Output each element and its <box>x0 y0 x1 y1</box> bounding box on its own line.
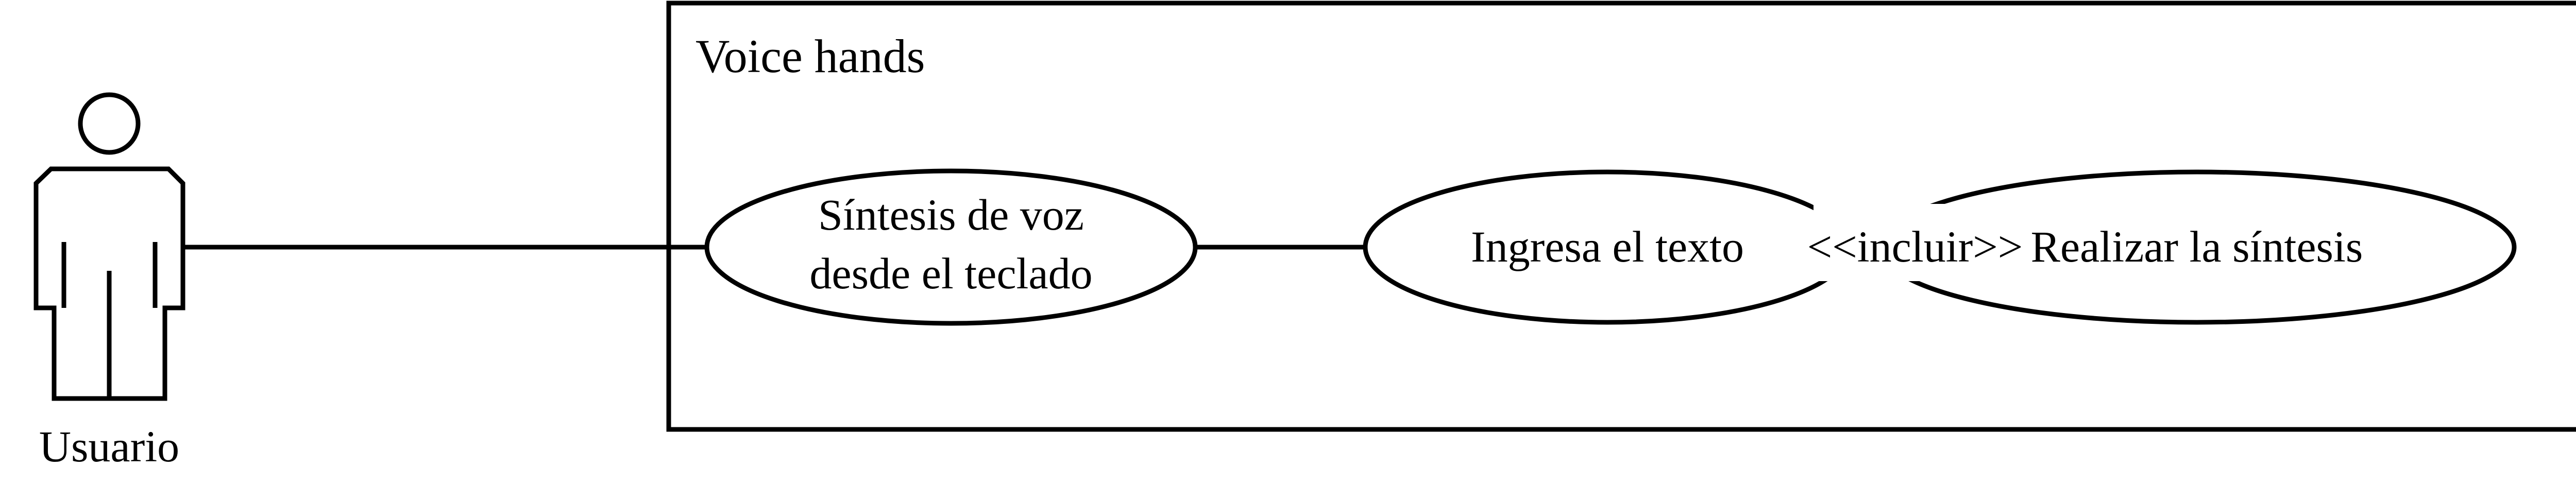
include-label-background <box>1814 204 2052 281</box>
actor-head <box>78 92 141 155</box>
include-stereotype-label: <<incluir>> <box>1807 222 2023 271</box>
use-case-input-text-label: Ingresa el texto <box>1471 222 1744 271</box>
system-title: Voice hands <box>696 30 925 82</box>
use-case-perform-synthesis-label: Realizar la síntesis <box>2031 222 2363 271</box>
actor-name: Usuario <box>39 422 179 471</box>
use-case-synthesis <box>704 168 1198 326</box>
actor-body-outline <box>33 166 185 401</box>
actor-figure-icon <box>33 92 185 401</box>
use-case-synthesis-line1: Síntesis de voz <box>818 190 1084 239</box>
system-boundary <box>666 1 2576 432</box>
use-case-synthesis-line2: desde el teclado <box>809 249 1092 298</box>
